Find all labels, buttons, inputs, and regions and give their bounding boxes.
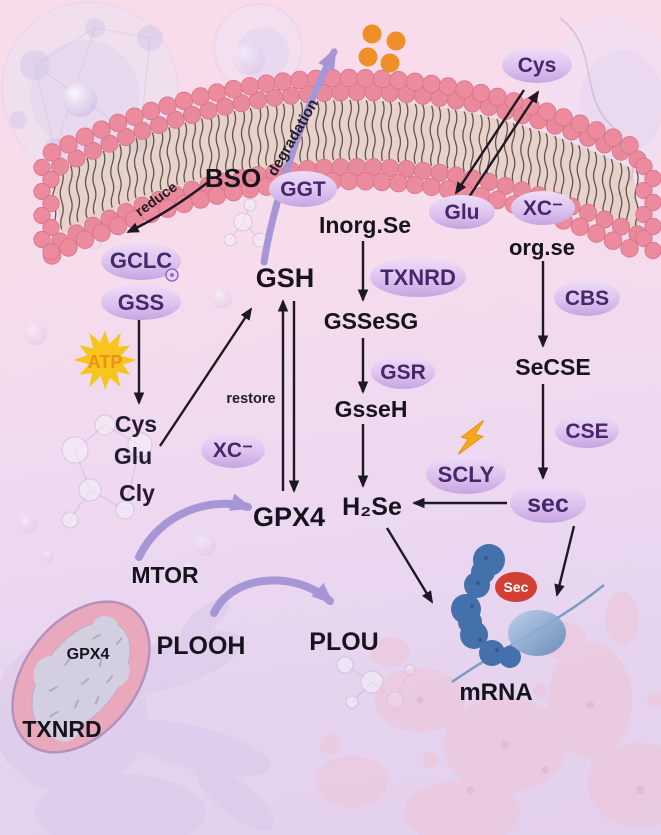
atp-burst: ATP [73,330,137,390]
pill-gsr: GSR [371,355,435,389]
label-gpx4: GPX4 [253,502,325,532]
bubble-decor [194,534,216,556]
pill-txnrd-label: TXNRD [380,265,456,290]
label-glu: Glu [114,443,152,469]
label-mrna: mRNA [459,679,532,706]
bubble-decor [25,323,47,345]
pill-xc-cytosol: XC⁻ [201,432,265,468]
gclc-modification-dot [170,273,174,277]
mito-gpx4-label: GPX4 [67,646,110,663]
degradation-arrow [260,47,338,266]
label-plou: PLOU [309,628,378,656]
label-plooh: PLOOH [157,632,246,660]
plooh-to-plou-arrow [210,576,334,617]
label-cly: Cly [119,480,155,506]
pills: Cys Glu XC⁻ GGT GCLC GSS TXNRD GSR CBS C… [101,47,620,523]
pill-cys-top: Cys [502,47,572,83]
h2se-to-ribosome-arrow [385,527,434,604]
mitochondrion: GPX4 [11,600,151,754]
pill-txnrd: TXNRD [370,257,466,297]
bubble-decor [42,550,54,562]
reaction-arrows [126,89,576,604]
bubble-decor [183,561,197,575]
pill-glu-membrane: Glu [429,195,495,229]
label-bso: BSO [205,163,261,193]
label-inorg-se: Inorg.Se [319,212,411,238]
blob-decor-bottom-right [316,592,661,835]
sec-residue-badge [495,572,537,602]
pill-gss: GSS [101,284,181,320]
label-org-se: org.se [509,235,575,260]
bubble-decor [63,83,97,117]
label-gsh: GSH [256,263,315,293]
reduce-arrow [126,182,208,234]
pill-cse: CSE [555,414,619,448]
label-secse: SeCSE [515,354,590,380]
cys-import-arrow [467,90,540,198]
glu-export-arrow [454,89,526,195]
pill-xc-transporter: XC⁻ [511,191,575,225]
sec-to-ribosome-arrow [554,525,576,597]
blob-dot-decor [416,696,644,794]
pill-sec-label: sec [527,490,569,518]
pill-cys-top-label: Cys [518,54,557,77]
ribosome-speckles [469,555,499,652]
pill-xc-transporter-label: XC⁻ [523,197,563,220]
ribosome-large-subunit [451,544,521,668]
pill-glu-membrane-label: Glu [445,201,480,224]
starburst-icon [73,330,137,390]
bubble-decor [19,515,37,533]
degradation-product-dots [358,24,406,73]
lightning-icon [457,419,485,456]
bubble-decor [233,43,265,75]
pill-gss-label: GSS [118,290,164,315]
label-h2se: H₂Se [342,493,402,521]
bubble-decor [212,289,232,309]
pill-ggt-label: GGT [280,178,326,201]
label-gssesg: GSSeSG [324,308,419,334]
ribosome: Sec [451,544,605,684]
purple-arrows [135,47,338,617]
label-cys: Cys [115,411,157,437]
label-gsseh: GsseH [335,396,408,422]
label-txnrd-mito: TXNRD [22,716,101,742]
annotation-restore: restore [226,391,275,407]
pill-cse-label: CSE [565,420,608,443]
pill-cbs: CBS [554,280,620,316]
pill-sec: sec [510,483,586,523]
mtor-to-gpx4-arrow [135,493,253,561]
sec-residue-label: Sec [504,579,529,595]
pill-ggt: GGT [269,171,337,207]
pill-gclc-label: GCLC [110,248,172,273]
pill-gclc: GCLC [101,242,181,282]
label-mtor: MTOR [131,562,199,588]
ribosome-small-subunit [508,610,566,656]
cys-to-gsh-arrow [159,307,253,447]
pill-scly-label: SCLY [438,462,495,487]
pill-xc-cytosol-label: XC⁻ [213,439,253,462]
pill-cbs-label: CBS [565,287,609,310]
pill-gsr-label: GSR [380,361,426,384]
pill-scly: SCLY [426,454,506,494]
atp-label: ATP [88,352,123,372]
